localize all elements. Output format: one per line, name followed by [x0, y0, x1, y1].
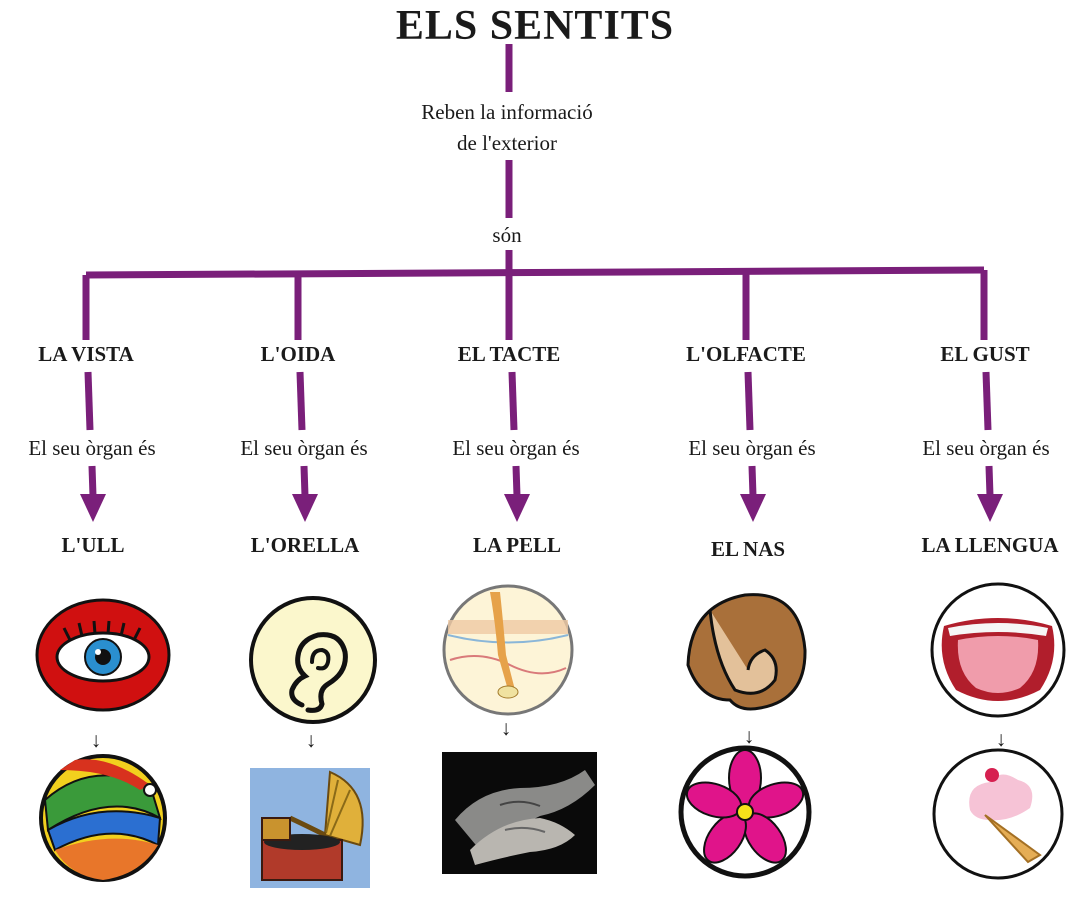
down-arrow: ↓ [743, 724, 755, 748]
connector-label: són [492, 223, 522, 247]
nose-icon [686, 593, 807, 711]
organ-label: El seu òrgan és [922, 436, 1050, 460]
sense-name: L'OIDA [260, 342, 336, 366]
ice-cream-icon [932, 748, 1064, 880]
beach-ball-icon [39, 754, 167, 882]
flower-icon [678, 745, 812, 879]
organ-name: L'ORELLA [250, 533, 360, 557]
description-line-2: de l'exterior [457, 131, 557, 155]
eye-icon [35, 598, 171, 712]
tongue-icon [930, 582, 1066, 718]
sense-name: EL TACTE [457, 342, 561, 366]
description-line-1: Reben la informació [421, 100, 593, 124]
organ-name: L'ULL [61, 533, 125, 557]
holding-hands-icon [442, 752, 597, 874]
ear-icon [249, 596, 377, 724]
sense-name: L'OLFACTE [686, 342, 806, 366]
organ-label: El seu òrgan és [452, 436, 580, 460]
skin-icon [442, 584, 574, 716]
sense-name: LA VISTA [38, 342, 134, 366]
organ-label: El seu òrgan és [688, 436, 816, 460]
sense-name: EL GUST [940, 342, 1030, 366]
organ-name: LA LLENGUA [921, 533, 1059, 557]
organ-name: LA PELL [472, 533, 562, 557]
down-arrow: ↓ [305, 728, 317, 752]
down-arrow: ↓ [995, 727, 1007, 751]
organ-label: El seu òrgan és [240, 436, 368, 460]
page-title: ELS SENTITS [395, 3, 675, 49]
organ-name: EL NAS [710, 537, 786, 561]
down-arrow: ↓ [500, 716, 512, 740]
gramophone-icon [250, 768, 370, 888]
down-arrow: ↓ [90, 728, 102, 752]
organ-label: El seu òrgan és [28, 436, 156, 460]
